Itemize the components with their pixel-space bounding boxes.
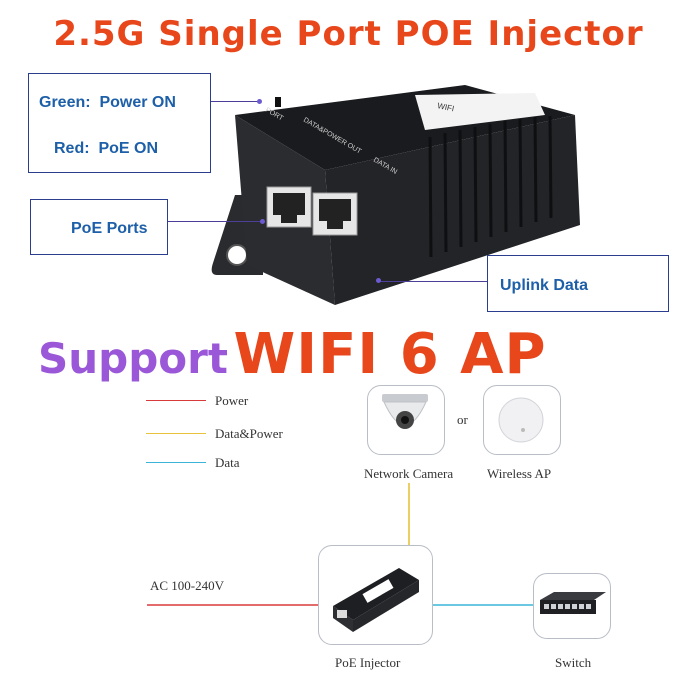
switch-label: Switch	[555, 655, 592, 670]
switch-icon	[540, 592, 606, 614]
red-value: PoE ON	[98, 140, 159, 157]
poe-ports-text: PoE Ports	[71, 220, 148, 237]
rj45-port-in	[312, 192, 358, 236]
camera-label: Network Camera	[364, 466, 454, 481]
uplink-text: Uplink Data	[500, 277, 589, 294]
led-callout: Green: Power ON Red: PoE ON	[28, 73, 211, 173]
poe-injector-box	[318, 545, 433, 645]
support-banner: Support WIFI 6 AP	[38, 322, 547, 387]
wifi6-text: WIFI 6 AP	[233, 322, 547, 387]
heat-fins	[428, 115, 553, 258]
poe-leader-line	[168, 221, 262, 222]
legend-data-power-label: Data&Power	[215, 426, 283, 441]
legend-power-line	[146, 400, 206, 401]
injector-icon	[333, 568, 419, 632]
camera-icon	[382, 394, 428, 429]
page-title: 2.5G Single Port POE Injector	[53, 14, 644, 54]
ap-label: Wireless AP	[487, 466, 552, 481]
ac-label: AC 100-240V	[150, 578, 225, 593]
access-point-icon	[498, 397, 544, 443]
green-value: Power ON	[99, 94, 176, 111]
brand-text: WIFI	[437, 101, 455, 113]
legend-data-line	[146, 462, 206, 463]
uplink-callout: Uplink Data	[487, 255, 669, 312]
or-text: or	[457, 412, 468, 427]
led-leader-dot	[257, 99, 262, 104]
led-indicator	[275, 97, 281, 107]
injector-label: PoE Injector	[335, 655, 401, 670]
rj45-port-out	[266, 186, 312, 228]
wireless-ap-box	[483, 385, 561, 455]
legend-power-label: Power	[215, 393, 249, 408]
poe-leader-dot	[260, 219, 265, 224]
legend-data-power-line	[146, 433, 206, 434]
red-led-text: Red: PoE ON	[54, 140, 158, 158]
uplink-leader-line	[380, 281, 487, 282]
uplink-leader-dot	[376, 278, 381, 283]
legend-data-label: Data	[215, 455, 240, 470]
poe-injector-photo: WIFI PORT DATA&POWER OUT DATA IN	[211, 85, 580, 305]
green-label: Green:	[39, 94, 91, 111]
led-leader-line	[211, 101, 259, 102]
switch-box	[533, 573, 611, 639]
poe-ports-callout: PoE Ports	[30, 199, 168, 255]
support-text: Support	[38, 334, 228, 383]
green-led-text: Green: Power ON	[39, 94, 176, 112]
red-label: Red:	[54, 140, 90, 157]
network-camera-box	[367, 385, 445, 455]
